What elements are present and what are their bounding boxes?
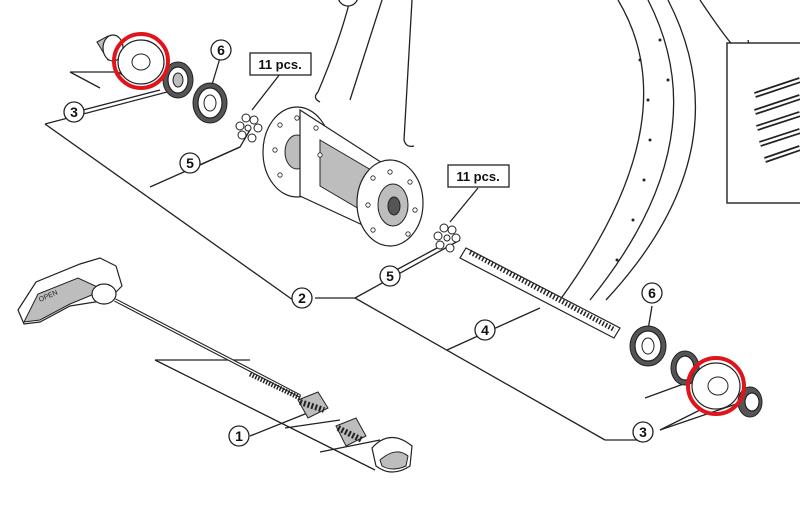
callout-1-label: 1 [235, 428, 243, 444]
spokes [314, 0, 415, 148]
callout-5-bottom: 5 [379, 265, 401, 287]
callout-partial-top [338, 0, 358, 7]
callout-3-bottom: 3 [632, 421, 654, 443]
callout-5-bottom-label: 5 [386, 268, 394, 284]
quantity-box-bottom: 11 pcs. [447, 164, 510, 188]
callout-6-bottom-label: 6 [648, 285, 656, 301]
callout-6-top: 6 [210, 39, 232, 61]
ball-bearings-right [433, 223, 461, 253]
quantity-box-top-label: 11 pcs. [258, 57, 301, 72]
callout-2-label: 2 [298, 290, 306, 306]
left-cone [162, 61, 194, 99]
callout-3-top: 3 [63, 101, 85, 123]
left-locknut [96, 34, 124, 62]
highlight-circle-right [686, 356, 746, 416]
right-washer [691, 362, 741, 410]
adjusting-nut [371, 436, 413, 473]
leader-lines [44, 57, 749, 471]
skewer-spring-right [335, 417, 367, 447]
callout-4: 4 [474, 319, 496, 341]
left-washer [117, 39, 165, 85]
callout-6-top-label: 6 [217, 42, 225, 58]
quantity-box-bottom-label: 11 pcs. [456, 169, 499, 184]
ball-bearings-left [235, 113, 263, 143]
wheel-rim [559, 0, 751, 301]
callout-3-bottom-label: 3 [639, 424, 647, 440]
skewer-spring-left [297, 391, 329, 419]
hub-body [262, 106, 424, 247]
callout-6-bottom: 6 [641, 282, 663, 304]
callout-5-top: 5 [179, 152, 201, 174]
quantity-box-top: 11 pcs. [249, 52, 312, 76]
callout-3-top-label: 3 [70, 104, 78, 120]
hub-axle [459, 247, 621, 339]
callout-5-top-label: 5 [186, 155, 194, 171]
inset-detail-box [726, 42, 800, 204]
callout-2: 2 [291, 287, 313, 309]
highlight-circle-left [112, 32, 170, 90]
left-dust-cap [192, 82, 228, 124]
callout-1: 1 [228, 425, 250, 447]
callout-4-label: 4 [481, 322, 489, 338]
quick-release-skewer: OPEN [17, 257, 302, 401]
right-dust-cap [629, 325, 667, 367]
